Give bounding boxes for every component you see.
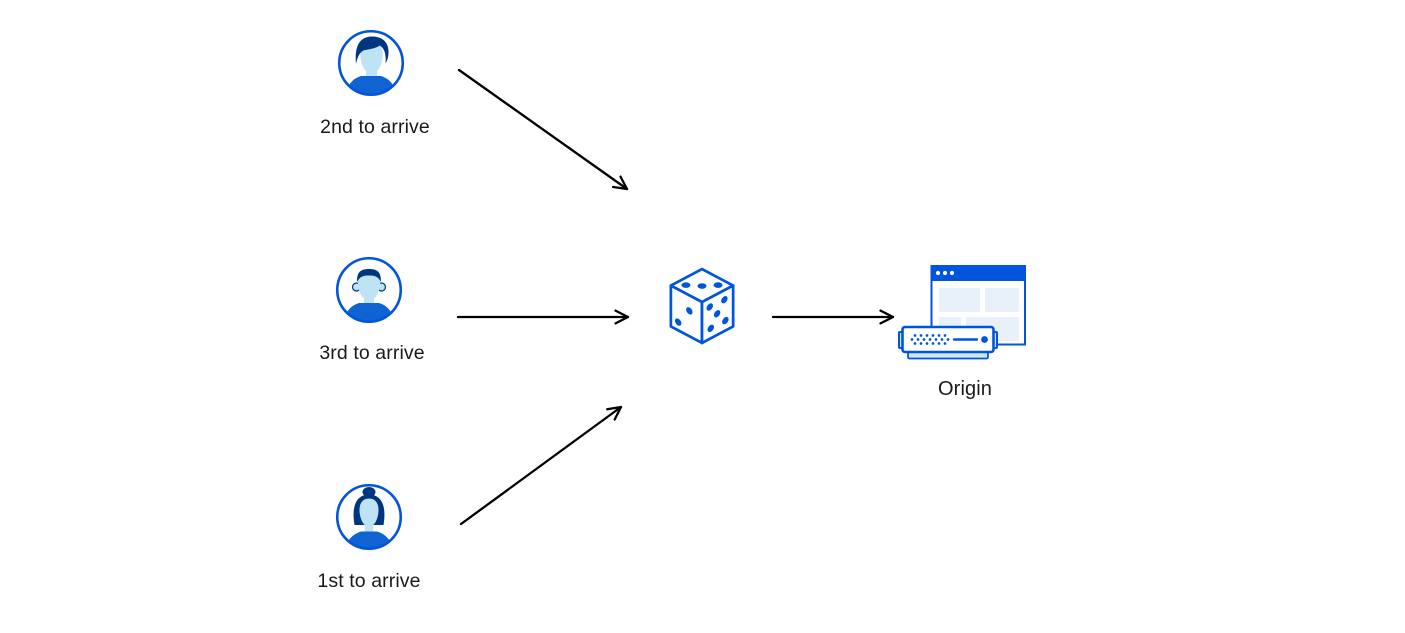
node-label-third: 3rd to arrive	[319, 342, 425, 364]
avatar-man-swept-hair-icon	[322, 14, 420, 112]
avatar-man-flat-hair-icon	[320, 241, 418, 339]
arrow-third-to-dice	[456, 309, 630, 325]
server-vent-pattern	[910, 334, 950, 345]
arrow-dice-to-origin	[771, 309, 895, 325]
node-first-visitor	[320, 468, 418, 566]
node-label-second: 2nd to arrive	[320, 116, 430, 138]
node-second-visitor	[322, 14, 420, 112]
origin-server-browser-icon	[898, 265, 1026, 360]
avatar-woman-bun-icon	[320, 468, 418, 566]
arrow-first-to-dice	[459, 405, 623, 526]
node-label-first: 1st to arrive	[317, 570, 421, 592]
arrow-second-to-dice	[457, 68, 629, 191]
node-random-selector	[666, 265, 738, 347]
dice-icon	[669, 267, 735, 345]
node-third-visitor	[320, 241, 418, 339]
node-label-origin: Origin	[938, 378, 992, 400]
node-origin	[898, 263, 1030, 363]
